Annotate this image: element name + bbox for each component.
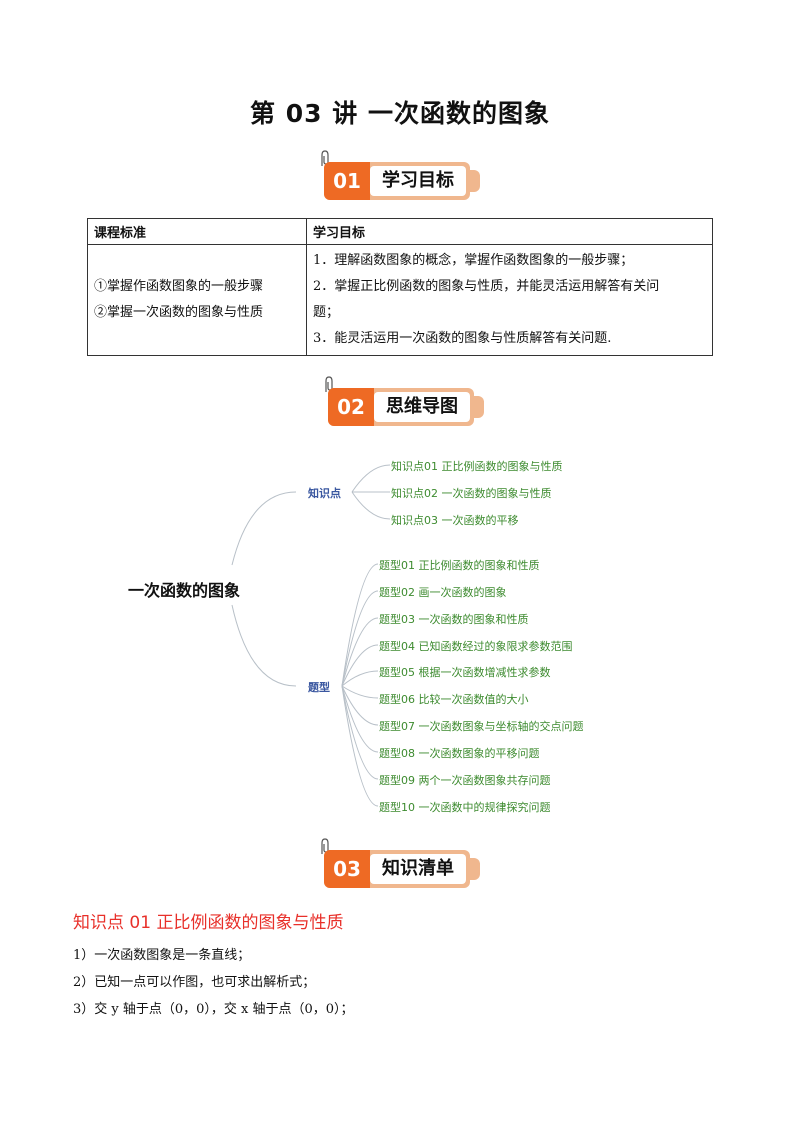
mindmap-root: 一次函数的图象 — [128, 581, 241, 600]
section-number: 02 — [328, 388, 374, 426]
standard-item: ②掌握一次函数的图象与性质 — [94, 305, 264, 320]
section-badge-knowledge: 03 知识清单 — [318, 838, 490, 892]
goal-item: 2．掌握正比例函数的图象与性质，并能灵活运用解答有关问 — [313, 279, 660, 294]
mindmap-leaf: 题型03 一次函数的图象和性质 — [379, 613, 529, 626]
mindmap-leaf: 题型05 根据一次函数增减性求参数 — [379, 666, 551, 679]
mindmap-leaf: 题型01 正比例函数的图象和性质 — [379, 559, 540, 572]
goal-item: 3．能灵活运用一次函数的图象与性质解答有关问题. — [313, 331, 612, 346]
mindmap-leaf: 题型09 两个一次函数图象共存问题 — [379, 774, 551, 787]
mindmap-leaf: 知识点01 正比例函数的图象与性质 — [391, 460, 563, 473]
mindmap-leaf: 题型02 画一次函数的图象 — [379, 586, 507, 599]
mindmap-leaf: 题型10 一次函数中的规律探究问题 — [379, 801, 551, 814]
mindmap-leaf: 题型07 一次函数图象与坐标轴的交点问题 — [379, 720, 584, 733]
section-number: 03 — [324, 850, 370, 888]
section-badge-objectives: 01 学习目标 — [318, 150, 490, 204]
mindmap-branch-types: 题型 — [308, 681, 330, 694]
section-label: 学习目标 — [370, 166, 466, 196]
section-number: 01 — [324, 162, 370, 200]
mindmap-leaf: 知识点03 一次函数的平移 — [391, 514, 519, 527]
mindmap-leaf: 题型06 比较一次函数值的大小 — [379, 693, 529, 706]
knowledge-point-title: 知识点 01 正比例函数的图象与性质 — [73, 913, 344, 933]
table-header-row: 课程标准 学习目标 — [87, 218, 713, 245]
goal-item: 题； — [313, 305, 340, 320]
section-label: 思维导图 — [374, 392, 470, 422]
standard-item: ①掌握作函数图象的一般步骤 — [94, 279, 264, 294]
mindmap-leaf: 题型04 已知函数经过的象限求参数范围 — [379, 640, 573, 653]
mindmap-branch-knowledge: 知识点 — [308, 487, 341, 500]
mindmap-leaf: 知识点02 一次函数的图象与性质 — [391, 487, 552, 500]
goals-cell: 1．理解函数图象的概念，掌握作函数图象的一般步骤； 2．掌握正比例函数的图象与性… — [306, 244, 713, 356]
knowledge-line: 3）交 y 轴于点（0，0），交 x 轴于点（0，0）； — [73, 1002, 354, 1017]
knowledge-line: 1）一次函数图象是一条直线； — [73, 948, 251, 963]
objectives-table: 课程标准 学习目标 ①掌握作函数图象的一般步骤 ②掌握一次函数的图象与性质 1．… — [87, 218, 713, 356]
mindmap-leaf: 题型08 一次函数图象的平移问题 — [379, 747, 540, 760]
section-badge-mindmap: 02 思维导图 — [322, 376, 494, 430]
table-row: ①掌握作函数图象的一般步骤 ②掌握一次函数的图象与性质 1．理解函数图象的概念，… — [87, 244, 713, 356]
goal-item: 1．理解函数图象的概念，掌握作函数图象的一般步骤； — [313, 253, 634, 268]
standards-cell: ①掌握作函数图象的一般步骤 ②掌握一次函数的图象与性质 — [87, 244, 307, 356]
knowledge-line: 2）已知一点可以作图，也可求出解析式； — [73, 975, 316, 990]
page-title: 第 03 讲 一次函数的图象 — [250, 99, 550, 128]
section-label: 知识清单 — [370, 854, 466, 884]
column-header-standard: 课程标准 — [87, 218, 307, 245]
